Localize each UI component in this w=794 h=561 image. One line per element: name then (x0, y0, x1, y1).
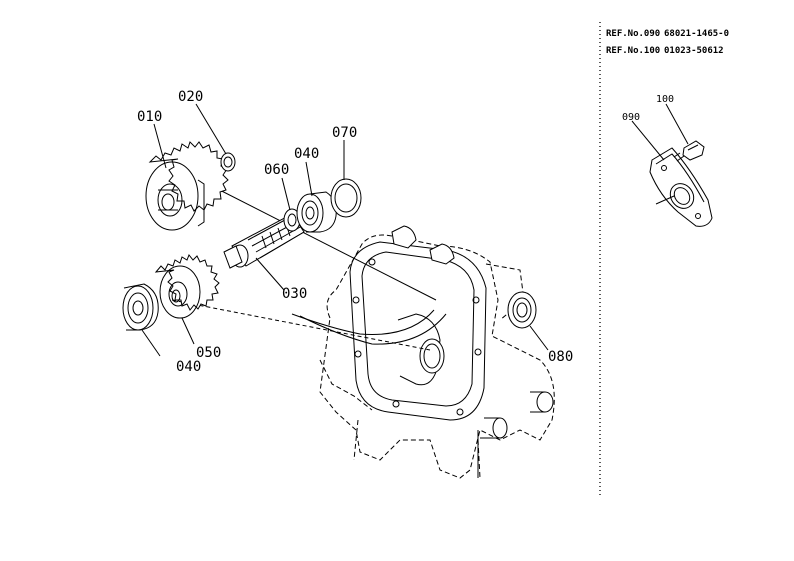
bearing-040-upper (296, 191, 337, 233)
callout-040-upper: 040 (294, 146, 319, 162)
callout-030: 030 (282, 286, 307, 302)
callout-010: 010 (137, 109, 162, 125)
ref-090-label: REF.No.090 (606, 29, 660, 39)
inset-cover-plate: 090 100 (622, 94, 713, 227)
reference-table: REF.No.090 68021-1465-0 REF.No.100 01023… (606, 29, 729, 56)
ref-100-label: REF.No.100 (606, 46, 660, 56)
transmission-housing (319, 225, 555, 479)
seal-070 (330, 178, 362, 218)
callout-090: 090 (622, 112, 640, 123)
housing-stub-right (536, 391, 554, 413)
callout-020: 020 (178, 89, 203, 105)
leader-lines (141, 103, 549, 357)
ref-100-part-number: 01023-50612 (664, 46, 724, 56)
callout-050: 050 (196, 345, 221, 361)
bolt-100 (673, 140, 705, 162)
plate-hole (669, 183, 695, 209)
pointer-curve-1 (291, 309, 435, 335)
washer-020 (220, 152, 236, 172)
housing-flange (349, 241, 487, 421)
ref-090-part-number: 68021-1465-0 (664, 29, 729, 39)
callouts: 010 020 030 040 040 050 060 070 080 (137, 89, 573, 375)
seal-080 (507, 291, 537, 329)
callout-070: 070 (332, 125, 357, 141)
gear-010 (145, 141, 229, 231)
callout-100: 100 (656, 94, 674, 105)
bearing-040-lower (122, 283, 159, 331)
callout-040-lower: 040 (176, 359, 201, 375)
gear-050 (154, 254, 220, 319)
callout-080: 080 (548, 349, 573, 365)
callout-060: 060 (264, 162, 289, 178)
